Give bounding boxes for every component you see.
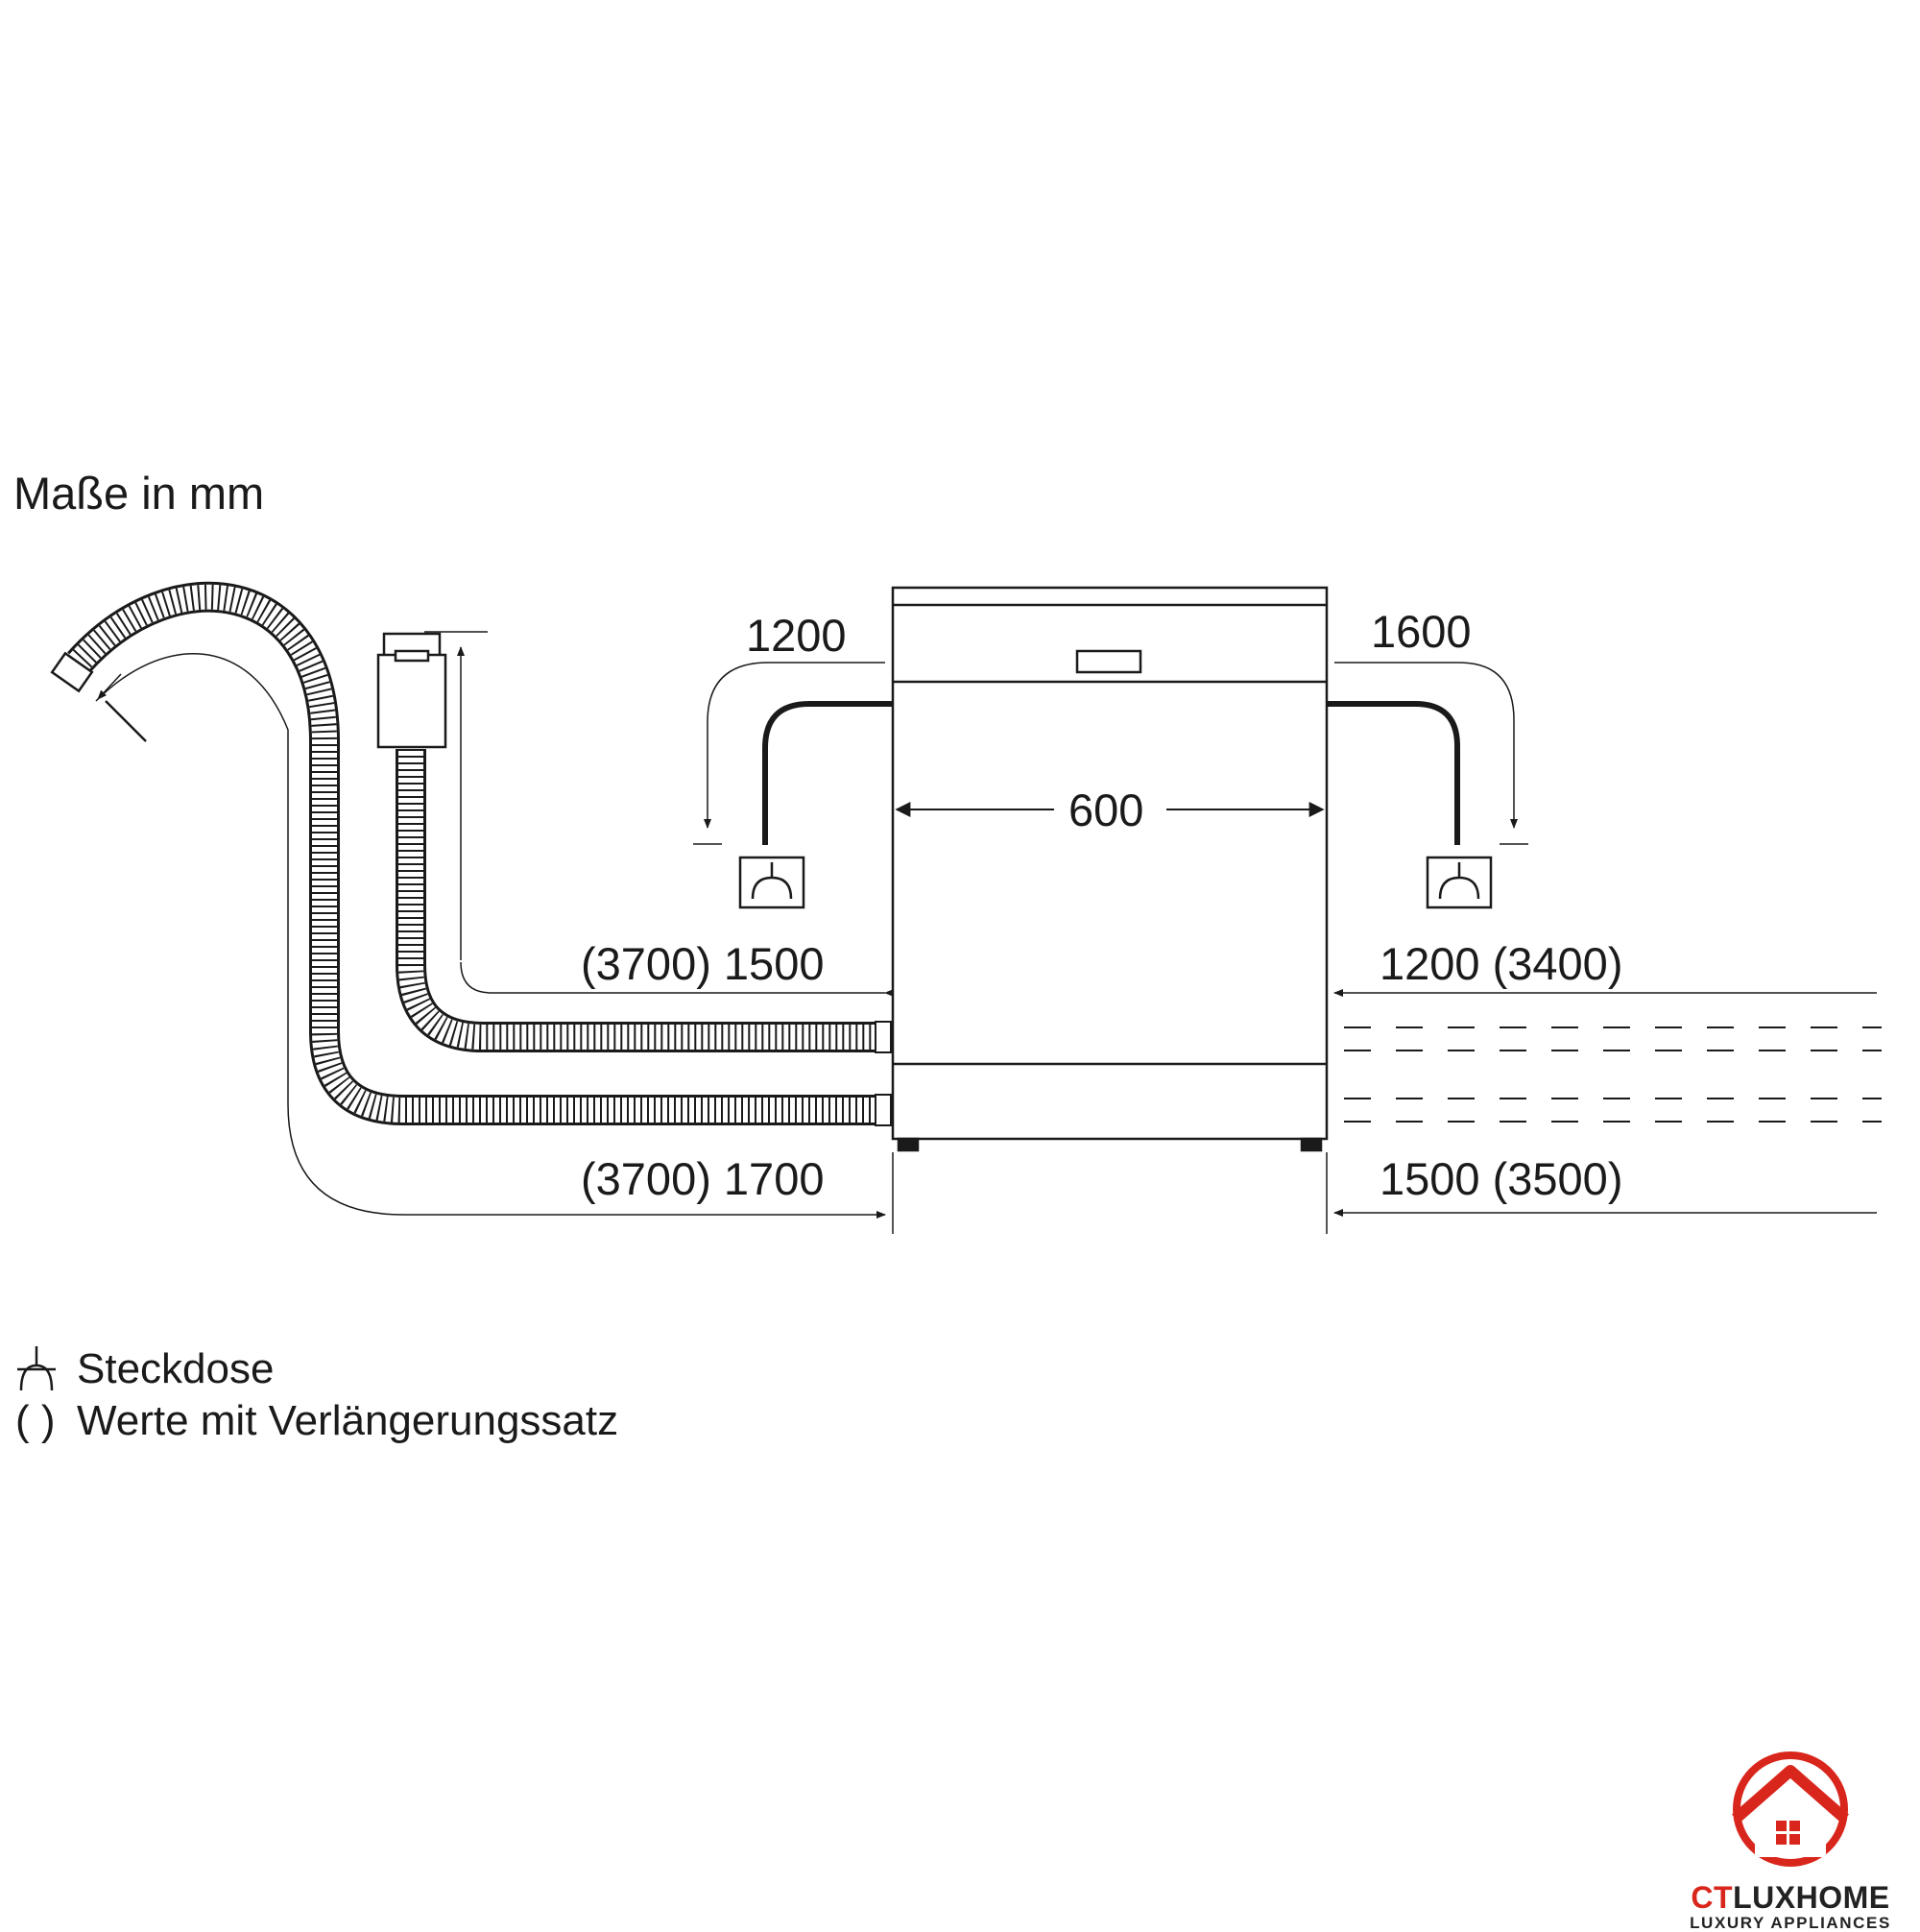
logo-tagline: LUXURY APPLIANCES bbox=[1690, 1914, 1891, 1932]
dim-left-middle: (3700) 1500 bbox=[581, 938, 825, 989]
dim-width: 600 bbox=[1068, 785, 1144, 835]
socket-left-icon bbox=[738, 856, 805, 909]
legend-socket-label: Steckdose bbox=[77, 1345, 275, 1392]
right-hose-dashed-lines bbox=[1344, 1026, 1882, 1123]
house-logo-icon bbox=[1732, 1751, 1849, 1867]
aquastop-connector-icon bbox=[376, 632, 447, 749]
power-cable-right bbox=[1327, 701, 1460, 845]
dim-right-middle: 1200 (3400) bbox=[1380, 938, 1623, 989]
dim-right-top: 1600 bbox=[1371, 606, 1472, 657]
socket-right-icon bbox=[1426, 856, 1493, 909]
logo-luxhome: LUXHOME bbox=[1733, 1880, 1890, 1915]
cable-length-arrow-right bbox=[1334, 662, 1528, 845]
dim-left-bottom: (3700) 1700 bbox=[581, 1153, 825, 1204]
inlet-height-arrow bbox=[424, 631, 894, 997]
logo-ct: CT bbox=[1691, 1880, 1734, 1915]
dim-right-bottom: 1500 (3500) bbox=[1380, 1153, 1623, 1204]
power-cable-left bbox=[762, 701, 893, 845]
drain-hose-end-icon bbox=[50, 651, 147, 742]
legend-socket-symbol-icon bbox=[17, 1346, 56, 1391]
cable-length-arrow-left bbox=[693, 662, 885, 845]
units-label: Maße in mm bbox=[13, 468, 265, 519]
drain-hose bbox=[67, 581, 892, 1126]
water-inlet-hose bbox=[396, 749, 892, 1053]
drain-length-arrow bbox=[95, 653, 886, 1219]
edge-extension-lines bbox=[892, 1152, 1328, 1234]
brand-logo: CTLUXHOME LUXURY APPLIANCES bbox=[1670, 1748, 1910, 1931]
dishwasher-front bbox=[891, 586, 1329, 1152]
dim-left-top: 1200 bbox=[746, 610, 847, 661]
logo-wordmark: CTLUXHOME bbox=[1670, 1882, 1910, 1913]
legend-extension-symbol: ( ) bbox=[15, 1397, 56, 1444]
legend-extension-label: Werte mit Verlängerungssatz bbox=[77, 1397, 619, 1444]
right-length-arrows bbox=[1333, 989, 1877, 1217]
